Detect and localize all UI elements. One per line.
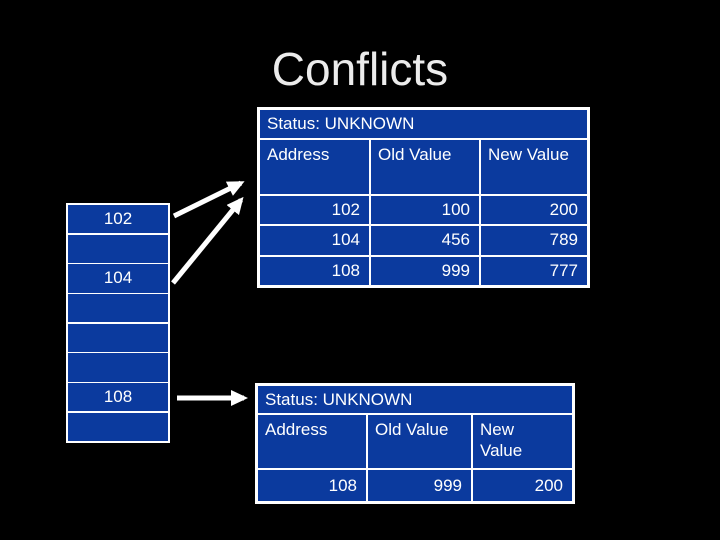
column-header-new-value: New Value (473, 415, 572, 468)
table-cell-new-value: 200 (473, 470, 572, 501)
memory-cell-empty-1 (68, 234, 168, 263)
memory-cell-empty-4 (68, 353, 168, 382)
column-header-old-value: Old Value (368, 415, 471, 468)
memory-cell-empty-2 (68, 294, 168, 323)
table-cell-new-value: 789 (481, 226, 587, 255)
column-header-address: Address (258, 415, 366, 468)
status-table-lower: Status: UNKNOWN Address Old Value New Va… (255, 383, 575, 504)
table-cell-old-value: 999 (368, 470, 471, 501)
table-cell-old-value: 100 (371, 196, 479, 225)
table-cell-address: 108 (258, 470, 366, 501)
memory-cell-108: 108 (68, 383, 168, 412)
column-header-old-value: Old Value (371, 140, 479, 194)
column-header-new-value-label: New Value (480, 420, 523, 460)
memory-cell-empty-5 (68, 412, 168, 441)
memory-cell-102: 102 (68, 205, 168, 234)
table-cell-old-value: 999 (371, 256, 479, 285)
table-cell-new-value: 777 (481, 256, 587, 285)
status-text: Status: UNKNOWN (260, 110, 587, 138)
status-text: Status: UNKNOWN (258, 386, 572, 413)
memory-cell-empty-3 (68, 323, 168, 352)
memory-cell-104: 104 (68, 264, 168, 293)
memory-stack: 102 104 108 (66, 203, 170, 443)
table-cell-address: 104 (260, 226, 369, 255)
page-title: Conflicts (271, 43, 449, 95)
column-header-new-value: New Value (481, 140, 587, 194)
arrow-102-to-upper-table (172, 180, 245, 219)
status-table-upper: Status: UNKNOWN Address Old Value New Va… (257, 107, 590, 288)
table-cell-address: 108 (260, 256, 369, 285)
column-header-address: Address (260, 140, 369, 194)
table-cell-address: 102 (260, 196, 369, 225)
table-cell-new-value: 200 (481, 196, 587, 225)
table-cell-old-value: 456 (371, 226, 479, 255)
arrow-104-to-upper-table (171, 196, 244, 285)
